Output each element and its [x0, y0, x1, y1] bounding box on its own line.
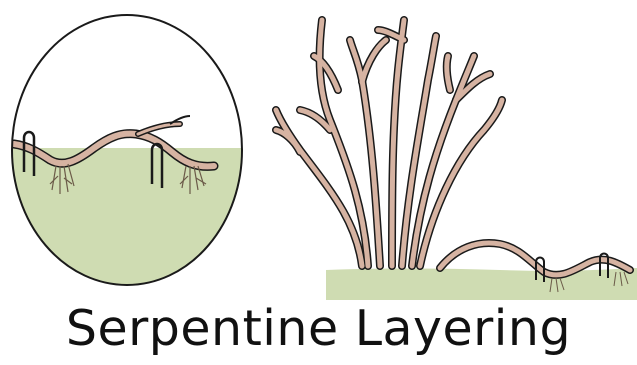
ground-soil [326, 268, 637, 300]
circle-soil [0, 148, 250, 300]
serpentine-layering-illustration [0, 0, 637, 300]
magnified-detail-circle [0, 15, 250, 300]
page-title: Serpentine Layering [0, 300, 637, 362]
shrub [276, 20, 637, 300]
shrub-stems [276, 20, 502, 266]
